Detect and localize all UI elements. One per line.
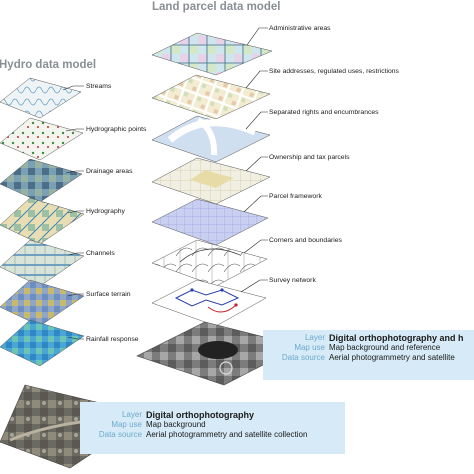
hydro-layer-drainage: Drainage areas <box>0 158 133 203</box>
land-orthophoto-info-box: Layer Digital orthophotography and h Map … <box>263 330 474 380</box>
land-layer-corners: Corners and boundaries <box>151 237 343 287</box>
hydro-label-4: Channels <box>86 250 115 257</box>
hydro-layer-hydro-points: Hydrographic points <box>0 117 147 161</box>
info-key-data-source: Data source <box>281 353 325 362</box>
hydro-label-3: Hydrography <box>86 208 126 215</box>
land-label-0: Administrative areas <box>269 25 331 32</box>
info-value-data-source: Aerial photogrammetry and satellite coll… <box>146 430 308 439</box>
info-key-map-use: Map use <box>294 343 325 352</box>
land-layer-site-addresses: Site addresses, regulated uses, restrict… <box>151 68 400 120</box>
land-label-1: Site addresses, regulated uses, restrict… <box>269 68 400 75</box>
hydro-orthophoto-info-box: Layer Digital orthophotography Map use Map… <box>80 402 345 454</box>
land-label-2: Separated rights and encumbrances <box>269 109 379 116</box>
land-parcel-title: Land parcel data model <box>152 1 281 13</box>
hydro-label-0: Streams <box>86 83 112 90</box>
info-value-layer: Digital orthophotography <box>146 410 254 420</box>
land-layer-rights: Separated rights and encumbrances <box>151 109 379 163</box>
land-label-4: Parcel framework <box>269 193 322 200</box>
land-label-3: Ownership and tax parcels <box>269 154 350 161</box>
info-value-data-source: Aerial photogrammetry and satellite <box>329 353 455 362</box>
info-key-map-use: Map use <box>111 420 142 429</box>
hydro-layer-rainfall: Rainfall response <box>0 319 139 367</box>
land-label-5: Corners and boundaries <box>269 237 343 244</box>
hydro-model-title: Hydro data model <box>0 59 97 71</box>
land-layer-orthophoto <box>136 321 312 386</box>
info-key-layer: Layer <box>121 410 142 419</box>
land-layer-survey-network: Survey network <box>151 277 316 327</box>
hydro-layer-terrain: Surface terrain <box>0 279 131 327</box>
hydro-label-5: Surface terrain <box>86 291 131 298</box>
info-value-layer: Digital orthophotography and h <box>329 333 464 343</box>
hydro-label-6: Rainfall response <box>86 336 139 343</box>
land-label-6: Survey network <box>269 277 316 284</box>
hydro-label-2: Drainage areas <box>86 168 133 175</box>
info-value-map-use: Map background <box>146 420 206 429</box>
hydro-layer-hydrography: Hydrography <box>0 197 126 245</box>
hydro-layer-channels: Channels <box>0 239 115 287</box>
info-key-layer: Layer <box>304 333 325 342</box>
hydro-label-1: Hydrographic points <box>86 126 147 133</box>
info-value-map-use: Map background and reference <box>329 343 441 352</box>
hydro-layer-streams: Streams <box>0 77 112 119</box>
info-key-data-source: Data source <box>98 430 142 439</box>
land-layer-admin-areas: Administrative areas <box>151 25 331 76</box>
